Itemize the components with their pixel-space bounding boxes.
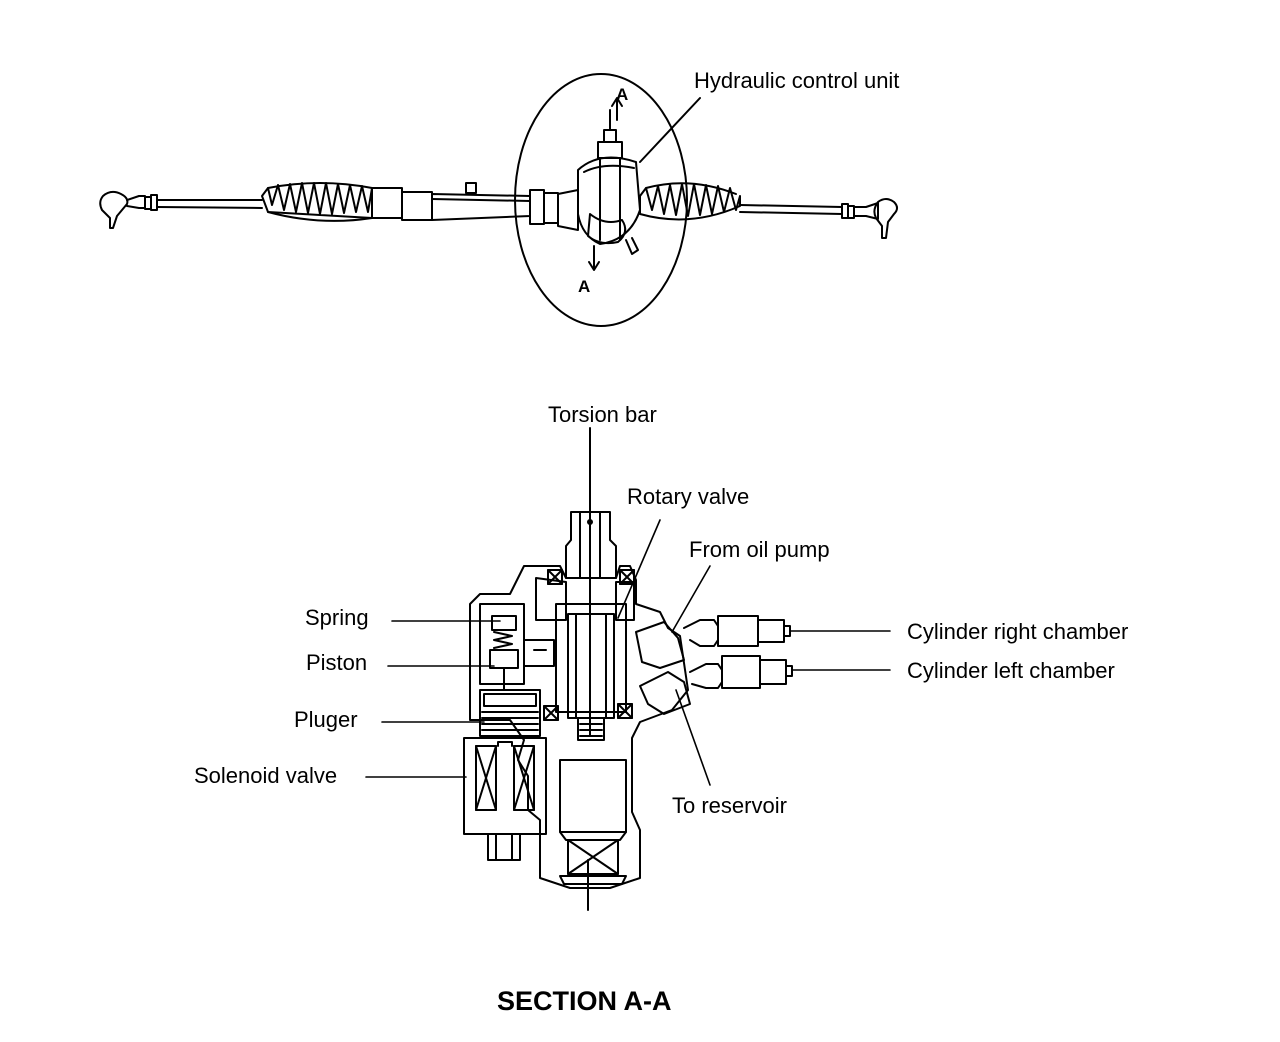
section-marker-top: A xyxy=(616,85,629,104)
left-chamber-pipe xyxy=(689,663,723,689)
reservoir-fitting xyxy=(639,671,691,715)
plunger-block xyxy=(479,689,541,737)
rotary-valve-label: Rotary valve xyxy=(627,484,750,509)
spring-label: Spring xyxy=(305,605,369,630)
piston-label: Piston xyxy=(306,650,368,675)
section-title: SECTION A-A xyxy=(497,986,672,1016)
pluger-label: Pluger xyxy=(294,707,358,732)
from-oil-pump-leader xyxy=(671,565,711,633)
right-boot xyxy=(639,183,741,221)
rotary-valve-sleeve xyxy=(555,603,627,713)
section-ellipse xyxy=(514,73,688,327)
hydraulic-control-unit-label: Hydraulic control unit xyxy=(694,68,900,93)
right-chamber-pipe xyxy=(683,619,719,647)
torsion-bar-label: Torsion bar xyxy=(548,402,657,427)
cylinder-right-chamber-label: Cylinder right chamber xyxy=(907,619,1129,644)
from-oil-pump-label: From oil pump xyxy=(689,537,830,562)
hydraulic-unit-leader xyxy=(639,97,701,163)
oil-pump-fitting xyxy=(635,621,685,669)
cylinder-left-chamber-label: Cylinder left chamber xyxy=(907,658,1115,683)
section-marker-bottom: A xyxy=(578,277,591,296)
left-tie-rod-end xyxy=(99,190,129,229)
steering-rack-assembly xyxy=(99,73,898,327)
rack-housing xyxy=(371,187,403,219)
right-tie-rod-end xyxy=(873,198,898,239)
to-reservoir-leader xyxy=(675,689,711,786)
left-boot xyxy=(261,182,373,219)
section-cutaway xyxy=(463,427,793,911)
rotary-valve-leader xyxy=(617,519,661,619)
solenoid-valve-label: Solenoid valve xyxy=(194,763,338,788)
to-reservoir-label: To reservoir xyxy=(672,793,787,818)
leader-lines xyxy=(365,519,891,786)
